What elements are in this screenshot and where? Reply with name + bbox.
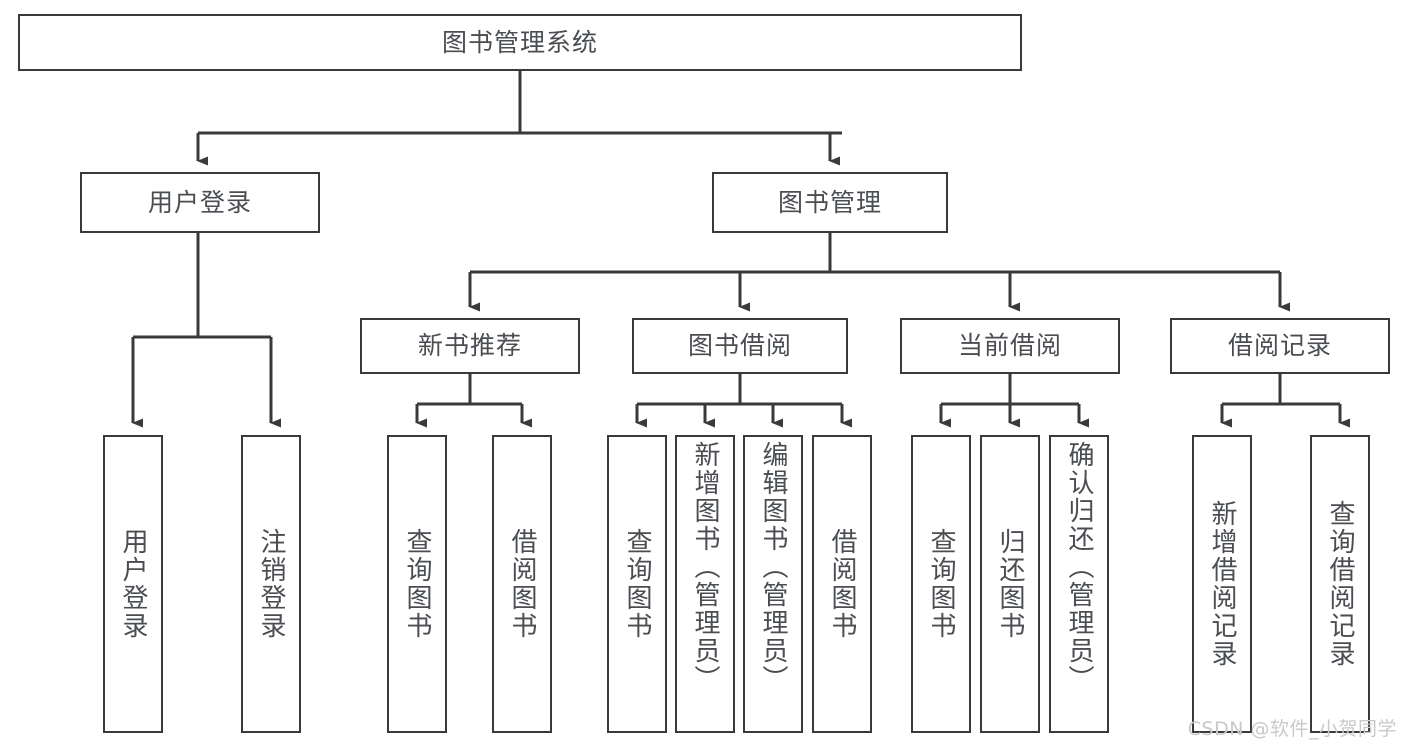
node-borrow-record-label: 借阅记录 (1227, 331, 1332, 360)
leaf-logout-login-label: 注销登录 (256, 528, 287, 640)
leaf-confirm-return-label: 确认归还（管理员） (1064, 441, 1095, 693)
leaf-user-login-label: 用户登录 (118, 528, 149, 640)
leaf-confirm-return[interactable]: 确认归还（管理员） (1049, 435, 1109, 733)
node-borrow-record[interactable]: 借阅记录 (1170, 318, 1390, 374)
leaf-logout-login[interactable]: 注销登录 (241, 435, 301, 733)
leaf-add-record[interactable]: 新增借阅记录 (1192, 435, 1252, 733)
leaf-add-book[interactable]: 新增图书（管理员） (675, 435, 735, 733)
leaf-borrow-book-1[interactable]: 借阅图书 (492, 435, 552, 733)
leaf-query-book-2-label: 查询图书 (622, 528, 653, 640)
leaf-add-record-label: 新增借阅记录 (1207, 500, 1238, 668)
leaf-return-book-label: 归还图书 (995, 528, 1026, 640)
node-root[interactable]: 图书管理系统 (18, 14, 1022, 71)
node-book-borrow-label: 图书借阅 (687, 331, 792, 360)
node-current-borrow[interactable]: 当前借阅 (900, 318, 1120, 374)
leaf-add-book-label: 新增图书（管理员） (690, 441, 721, 693)
node-root-label: 图书管理系统 (441, 27, 598, 57)
node-user-login[interactable]: 用户登录 (80, 172, 320, 233)
leaf-query-book-3-label: 查询图书 (926, 528, 957, 640)
leaf-user-login[interactable]: 用户登录 (103, 435, 163, 733)
node-user-login-label: 用户登录 (147, 187, 252, 217)
leaf-edit-book-label: 编辑图书（管理员） (758, 441, 789, 693)
node-book-manage-label: 图书管理 (777, 187, 882, 217)
leaf-borrow-book-1-label: 借阅图书 (507, 528, 538, 640)
node-book-manage[interactable]: 图书管理 (712, 172, 948, 233)
leaf-query-book-2[interactable]: 查询图书 (607, 435, 667, 733)
node-book-borrow[interactable]: 图书借阅 (632, 318, 848, 374)
leaf-query-book-1[interactable]: 查询图书 (387, 435, 447, 733)
leaf-borrow-book-2[interactable]: 借阅图书 (812, 435, 872, 733)
leaf-edit-book[interactable]: 编辑图书（管理员） (743, 435, 803, 733)
watermark: CSDN @软件_小贺同学 (1187, 718, 1397, 740)
leaf-query-book-1-label: 查询图书 (402, 528, 433, 640)
node-new-book-recommend[interactable]: 新书推荐 (360, 318, 580, 374)
leaf-borrow-book-2-label: 借阅图书 (827, 528, 858, 640)
node-current-borrow-label: 当前借阅 (957, 331, 1062, 360)
leaf-query-record-label: 查询借阅记录 (1325, 500, 1356, 668)
leaf-return-book[interactable]: 归还图书 (980, 435, 1040, 733)
node-new-book-recommend-label: 新书推荐 (417, 331, 522, 360)
leaf-query-record[interactable]: 查询借阅记录 (1310, 435, 1370, 733)
leaf-query-book-3[interactable]: 查询图书 (911, 435, 971, 733)
